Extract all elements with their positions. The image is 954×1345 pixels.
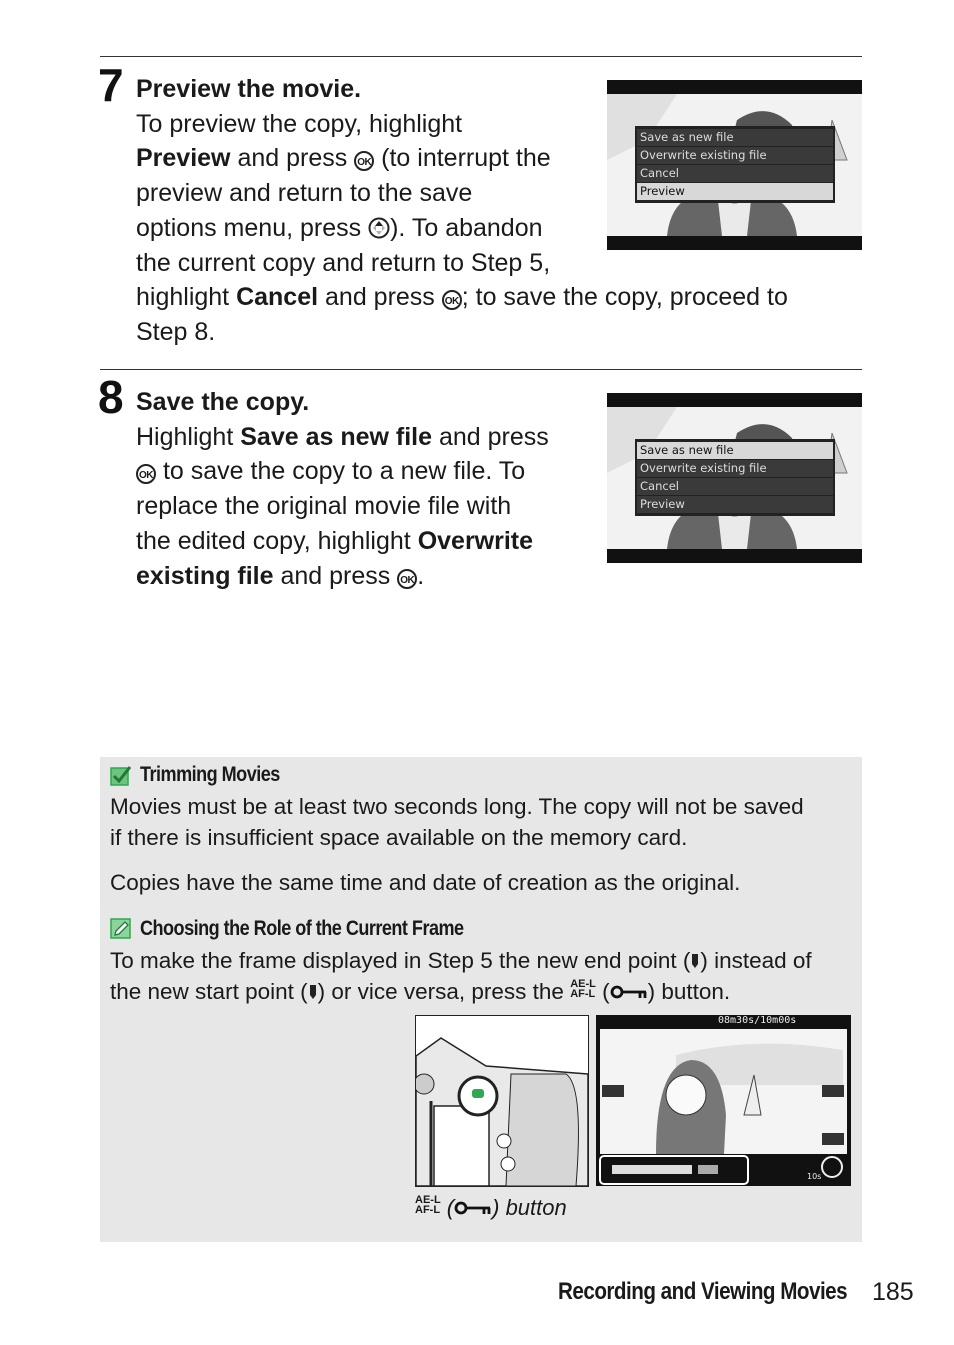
step8-top-rule (100, 369, 862, 370)
key-lock-icon (610, 985, 647, 998)
step7-line: Step 8. (136, 317, 216, 346)
step7-text: ; to save the copy, proceed to (461, 283, 788, 312)
cancel-term: Cancel (236, 283, 319, 312)
ae-l-label: AE-L (570, 977, 596, 990)
note-text-span: ( (595, 978, 610, 1004)
menu-item-preview[interactable]: Preview (637, 496, 833, 513)
check-icon (110, 766, 132, 786)
note-text-span: ) or vice versa, press the (317, 978, 571, 1004)
timecode-readout: 08m30s/10m00s (718, 1015, 797, 1026)
step7-top-rule (100, 56, 862, 57)
step7-text: and press (230, 144, 355, 173)
menu-item-preview[interactable]: Preview (637, 183, 833, 200)
preview-term: Preview (136, 144, 231, 173)
caption-text: ) button (492, 1195, 567, 1220)
note-heading-trimming: Trimming Movies (140, 763, 280, 786)
note-box: Trimming Movies Movies must be at least … (100, 757, 862, 1242)
step7-text: (to interrupt the (374, 144, 551, 173)
step8-text: the edited copy, highlight (136, 526, 418, 555)
step8-line: Highlight Save as new file and press (136, 420, 549, 455)
step8-line: the edited copy, highlight Overwrite (136, 524, 549, 559)
step7-body: Preview the movie. To preview the copy, … (136, 72, 788, 350)
ok-button-icon: OK (354, 151, 375, 172)
ok-button-icon: OK (441, 290, 462, 311)
overwrite-term: Overwrite (417, 526, 534, 555)
note-text-span: To make the frame displayed in Step 5 th… (110, 948, 691, 973)
step7-number: 7 (98, 59, 124, 111)
step7-text: and press (318, 283, 442, 312)
note-line: Movies must be at least two seconds long… (110, 794, 804, 819)
step8-line: existing file and press OK. (136, 559, 549, 594)
menu-item-cancel[interactable]: Cancel (637, 165, 833, 182)
step7-text: options menu, press (136, 213, 369, 242)
camera-back-drawing (416, 1037, 588, 1186)
multi-selector-icon (368, 217, 390, 239)
note-text: Movies must be at least two seconds long… (110, 792, 855, 853)
af-l-label: AF-L (570, 987, 596, 1000)
start-point-icon (309, 984, 316, 999)
step8-text: to save the copy to a new file. To (156, 457, 526, 486)
af-l-label: AF-L (415, 1204, 441, 1216)
step8-text: and press (432, 422, 549, 451)
menu-item-overwrite-existing-file[interactable]: Overwrite existing file (637, 460, 833, 477)
page-number: 185 (872, 1278, 914, 1306)
ok-button-icon: OK (397, 568, 418, 589)
note-text-span: ) instead of (700, 948, 812, 973)
step7-title: Preview the movie. (136, 75, 362, 103)
step7-line: the current copy and return to Step 5, (136, 248, 551, 277)
menu-item-overwrite-existing-file[interactable]: Overwrite existing file (637, 147, 833, 164)
save-as-new-file-term: Save as new file (240, 422, 433, 451)
save-options-menu: Save as new file Overwrite existing file… (635, 439, 835, 516)
segment-time: 10s (807, 1172, 822, 1181)
playback-screen-illustration: 08m30s/10m00s 10s (596, 1015, 851, 1186)
key-lock-icon (454, 1201, 491, 1215)
step8-number: 8 (98, 371, 124, 423)
note-heading-role: Choosing the Role of the Current Frame (140, 917, 464, 940)
step7-text: highlight (136, 283, 237, 312)
save-options-menu: Save as new file Overwrite existing file… (635, 126, 835, 203)
footer-section-title: Recording and Viewing Movies (558, 1278, 848, 1305)
note-text: To make the frame displayed in Step 5 th… (110, 946, 855, 1007)
step7-line: preview and return to the save (136, 179, 473, 208)
playback-scene (599, 1029, 847, 1185)
step8-text: and press (273, 561, 398, 590)
note-text-span: the new start point ( (110, 978, 308, 1004)
ae-l-label: AE-L (415, 1194, 441, 1206)
step8-text: Highlight (136, 422, 241, 451)
step7-line: options menu, press ). To abandon (136, 211, 788, 246)
note-line: the new start point ( ) or vice versa, pr… (110, 977, 855, 1008)
note-line: To make the frame displayed in Step 5 th… (110, 946, 855, 977)
note-line: if there is insufficient space available… (110, 824, 688, 850)
step7-line: To preview the copy, highlight (136, 107, 788, 142)
step8-body: Save the copy. Highlight Save as new fil… (136, 385, 549, 593)
menu-item-save-as-new-file[interactable]: Save as new file (637, 442, 833, 459)
note-text: Copies have the same time and date of cr… (110, 870, 741, 895)
step7-text: ). To abandon (390, 213, 543, 242)
note-text-span: ) button. (647, 978, 731, 1004)
step8-text: . (417, 561, 425, 590)
camera-body-illustration (415, 1015, 589, 1187)
pencil-note-icon (110, 918, 131, 939)
step7-camera-screen: Save as new file Overwrite existing file… (607, 80, 862, 250)
end-point-icon (692, 954, 699, 968)
step8-line: replace the original movie file with (136, 492, 512, 521)
step8-title: Save the copy. (136, 388, 310, 416)
overwrite-term: existing file (136, 561, 274, 590)
step7-line: Preview and press OK (to interrupt the (136, 141, 788, 176)
ok-button-icon: OK (136, 464, 156, 485)
step8-camera-screen: Save as new file Overwrite existing file… (607, 393, 862, 563)
step7-line: highlight Cancel and press OK; to save t… (136, 280, 788, 315)
menu-item-save-as-new-file[interactable]: Save as new file (637, 129, 833, 146)
step8-line: OK to save the copy to a new file. To (136, 454, 549, 489)
step7-text: To preview the copy, highlight (136, 109, 463, 138)
menu-item-cancel[interactable]: Cancel (637, 478, 833, 495)
caption-text: ( (440, 1195, 455, 1220)
